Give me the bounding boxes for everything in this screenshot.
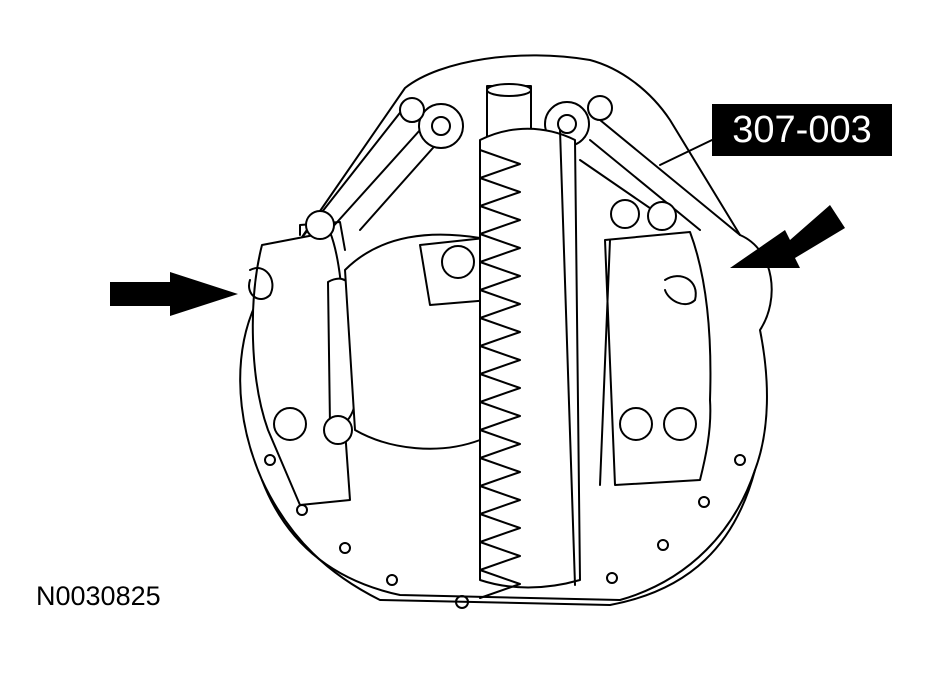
gear-tooth — [479, 345, 521, 375]
gear-tooth — [479, 457, 521, 487]
label-leader — [659, 139, 713, 166]
housing-bolt-holes — [264, 454, 746, 609]
carrier-arm-right — [579, 119, 741, 236]
lock-tab-right — [664, 275, 697, 306]
tool-label: 307-003 — [712, 104, 892, 156]
gear-tooth — [479, 373, 521, 403]
housing-flange — [261, 469, 756, 606]
arrow-left-pointer-icon — [110, 272, 238, 316]
housing-outline — [239, 54, 773, 601]
gear-tooth — [479, 401, 521, 431]
arrow-right-pointer-icon — [730, 205, 845, 268]
gear-tooth — [479, 261, 521, 291]
gear-tooth — [479, 289, 521, 319]
left-cap-bolts — [273, 210, 353, 445]
bearing-cap-right — [604, 231, 712, 486]
gear-tooth — [479, 569, 521, 599]
gear-tooth — [479, 177, 521, 207]
ring-gear-teeth — [479, 149, 521, 599]
top-bolts — [399, 95, 613, 149]
gear-tooth — [479, 485, 521, 515]
gear-tooth — [479, 205, 521, 235]
pinion-shaft-end — [486, 83, 532, 97]
gear-tooth — [479, 541, 521, 571]
lock-tab-left — [248, 267, 274, 300]
gear-tooth — [479, 233, 521, 263]
gear-tooth — [479, 429, 521, 459]
right-cap-bolts — [610, 199, 697, 441]
gear-tooth — [479, 149, 521, 179]
figure-id: N0030825 — [36, 581, 161, 611]
gear-tooth — [479, 317, 521, 347]
gear-tooth — [479, 513, 521, 543]
